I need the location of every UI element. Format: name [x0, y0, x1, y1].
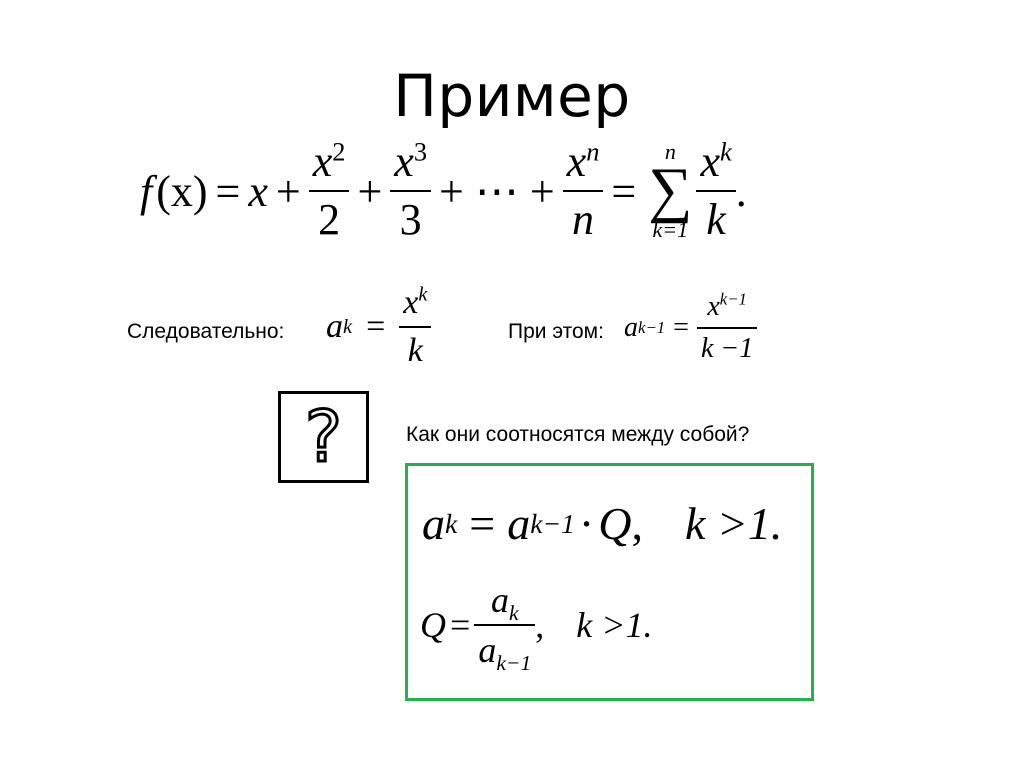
- ellipsis: + ⋯ +: [439, 166, 555, 216]
- ratio-formula: Q = ak ak−1 , k >1.: [420, 580, 653, 676]
- fraction-x2-over-2: x2 2: [308, 138, 350, 242]
- main-formula: f (x) = x + x2 2 + x3 3 + ⋯ + xn n = n ∑…: [140, 138, 747, 242]
- meanwhile-label: При этом:: [508, 320, 604, 343]
- fraction-xn-over-n: xn n: [562, 138, 604, 242]
- consequently-label: Следовательно:: [127, 320, 285, 343]
- question-mark-box: ?: [278, 391, 369, 483]
- fraction-xk1-over-k1: xk−1 k −1: [696, 291, 758, 363]
- f-argument: (x): [156, 166, 208, 216]
- fraction-xk-over-k: xk k: [696, 138, 736, 242]
- equals-sign: =: [611, 166, 637, 216]
- slide-title: Пример: [393, 62, 631, 130]
- period: .: [735, 166, 747, 216]
- equals-sign: =: [215, 166, 241, 216]
- fraction-x3-over-3: x3 3: [390, 138, 432, 242]
- question-text: Как они соотносятся между собой?: [406, 423, 750, 446]
- term-x: x: [248, 166, 268, 216]
- answer-box: [405, 463, 814, 701]
- summation: n ∑ k=1: [648, 139, 693, 242]
- plus-sign: +: [357, 166, 383, 216]
- fraction-xk-over-k: xk k: [399, 284, 432, 368]
- question-mark-icon: ?: [303, 396, 343, 478]
- sigma-icon: ∑: [648, 156, 693, 225]
- f-symbol: f: [140, 166, 153, 216]
- fraction-ak-over-ak1: ak ak−1: [474, 582, 536, 674]
- plus-sign: +: [275, 166, 301, 216]
